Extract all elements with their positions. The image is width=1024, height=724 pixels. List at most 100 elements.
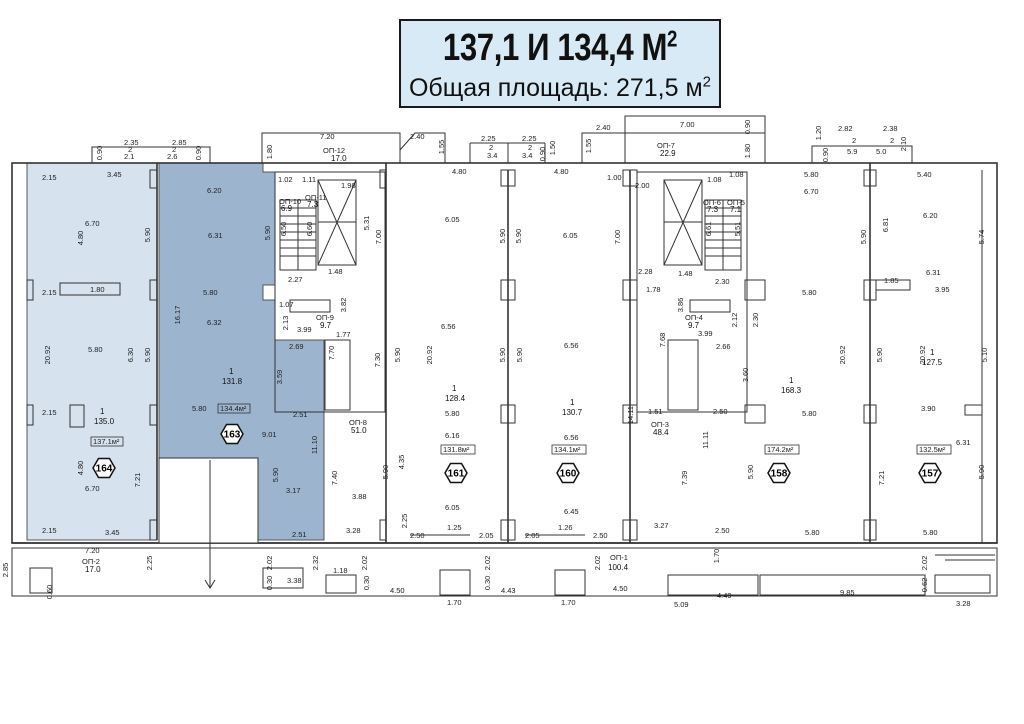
- dimension-top: 2: [172, 145, 176, 154]
- dimension-top: 5.9: [847, 147, 857, 156]
- dimension-top: 5.0: [876, 147, 886, 156]
- dimension-unit161: 1.25: [447, 523, 462, 532]
- dimension-unit160: 1.26: [558, 523, 573, 532]
- unit-badge-number: 158: [771, 469, 788, 480]
- dimension-stairs_right: 2.12: [730, 313, 739, 328]
- common-area-code: ОП-2: [82, 557, 100, 566]
- dimension-unit161: 6.05: [445, 215, 460, 224]
- dimension-unit161: 4.80: [452, 167, 467, 176]
- common-area-value: 7.3: [307, 200, 319, 209]
- dimension-unit164: 6.70: [85, 484, 100, 493]
- dimension-top: 2.6: [167, 152, 177, 161]
- dimension-unit161: 2.25: [400, 514, 409, 529]
- dimension-unit160: 5.90: [514, 229, 523, 244]
- common-area-value: 48.4: [653, 428, 669, 437]
- common-area-value: 22.9: [660, 149, 676, 158]
- dimension-unit157: 20.92: [918, 346, 927, 365]
- dimension-top: 1.20: [814, 126, 823, 141]
- header-subtitle: Общая площадь: 271,5 м2: [408, 73, 712, 102]
- dimension-unit157: 5.90: [977, 465, 986, 480]
- dimension-unit160: 6.05: [563, 231, 578, 240]
- dimension-unit163: 2.69: [289, 342, 304, 351]
- common-area-value: 7.1: [730, 205, 742, 214]
- dimension-stairs_right: 1.08: [707, 175, 722, 184]
- dimension-unit163: 5.80: [203, 288, 218, 297]
- dimension-bottom: 0.30: [265, 576, 274, 591]
- dimension-unit164: 1.80: [90, 285, 105, 294]
- dimension-top: 0.90: [194, 146, 203, 161]
- dimension-unit163: 6.32: [207, 318, 222, 327]
- dimension-unit161: 3.28: [346, 526, 361, 535]
- unit-badge-number: 163: [224, 430, 241, 441]
- dimension-unit163: 5.80: [192, 404, 207, 413]
- dimension-unit158: 5.80: [802, 288, 817, 297]
- dimension-unit163: 5.90: [263, 226, 272, 241]
- common-area-value: 7.3: [707, 205, 719, 214]
- dimension-unit160: 5.90: [515, 348, 524, 363]
- partition-walls: [26, 163, 983, 543]
- common-area-code: ОП-6: [703, 198, 721, 207]
- unit-160-area: 130.7: [562, 408, 583, 417]
- dimension-unit161: 6.16: [445, 431, 460, 440]
- dimension-unit164: 2.15: [42, 408, 57, 417]
- dimension-unit164: 4.80: [76, 461, 85, 476]
- dimension-unit163: 3.17: [286, 486, 301, 495]
- unit-161-room: 1: [452, 384, 457, 393]
- dimension-unit161: 5.90: [498, 229, 507, 244]
- dimension-stairs_left: 1.07: [279, 300, 294, 309]
- dimension-unit160: 4.80: [554, 167, 569, 176]
- dimension-unit164: 6.70: [85, 219, 100, 228]
- unit-badge-number: 160: [560, 469, 577, 480]
- unit-163-total: 134.4м²: [220, 404, 247, 413]
- stair-core-right: [636, 171, 748, 413]
- dimension-unit158: 7.21: [877, 471, 886, 486]
- common-area-code: ОП-10: [279, 197, 301, 206]
- dimension-stairs_left: 2.13: [281, 316, 290, 331]
- dimension-unit157: 6.81: [881, 218, 890, 233]
- dimension-unit163: 5.90: [271, 468, 280, 483]
- dimension-top: 1.55: [584, 139, 593, 154]
- dimension-unit161: 6.56: [441, 322, 456, 331]
- dimension-bottom: 4.43: [501, 586, 516, 595]
- dimension-top: 2: [852, 136, 856, 145]
- unit-164-total: 137.1м²: [93, 437, 120, 446]
- dimension-unit163: 16.17: [173, 306, 182, 325]
- unit-164-room: 1: [100, 407, 105, 416]
- dimension-stairs_left: 1.48: [328, 267, 343, 276]
- dimension-top: 7.20: [320, 132, 335, 141]
- dimension-unit164: 7.21: [133, 473, 142, 488]
- unit-163-room: 1: [229, 367, 234, 376]
- dimension-stairs_left: 6.60: [305, 222, 314, 237]
- dimension-unit163: 6.20: [207, 186, 222, 195]
- dimension-bottom: 2.32: [311, 556, 320, 571]
- common-area-code: ОП-12: [323, 146, 345, 155]
- stair-core-left: [274, 171, 386, 413]
- dimension-stairs_right: 2.00: [635, 181, 650, 190]
- dimension-unit160: 7.00: [613, 230, 622, 245]
- dimension-unit160: 6.56: [564, 433, 579, 442]
- unit-163-area: 131.8: [222, 377, 243, 386]
- dimension-top: 2.25: [522, 134, 537, 143]
- dimension-unit160: 6.45: [564, 507, 579, 516]
- dimension-stairs_left: 6.50: [279, 222, 288, 237]
- dimension-unit160: 2.50: [593, 531, 608, 540]
- dimension-bottom: 2.02: [265, 556, 274, 571]
- dimension-unit158: 14.11: [626, 406, 635, 424]
- dimension-unit158: 11.11: [701, 431, 710, 449]
- dimension-stairs_right: 3.86: [676, 298, 685, 313]
- dimension-bottom: 1.70: [561, 598, 576, 607]
- dimension-top: 1.80: [743, 144, 752, 159]
- dimension-top: 2.40: [596, 123, 611, 132]
- unit-badge-hex: [92, 457, 116, 479]
- dimension-bottom: 7.20: [85, 546, 100, 555]
- dimension-unit161: 6.05: [445, 503, 460, 512]
- common-area-code: ОП-5: [727, 198, 745, 207]
- unit-badge-hex: [220, 423, 244, 445]
- dimension-unit158: 5.90: [875, 348, 884, 363]
- dimension-unit157: 5.80: [923, 528, 938, 537]
- dimension-top: 2: [890, 136, 894, 145]
- dimension-top: 1.80: [265, 145, 274, 160]
- dimension-bottom: 5.09: [674, 600, 689, 609]
- dimension-bottom: 2.85: [1, 563, 10, 578]
